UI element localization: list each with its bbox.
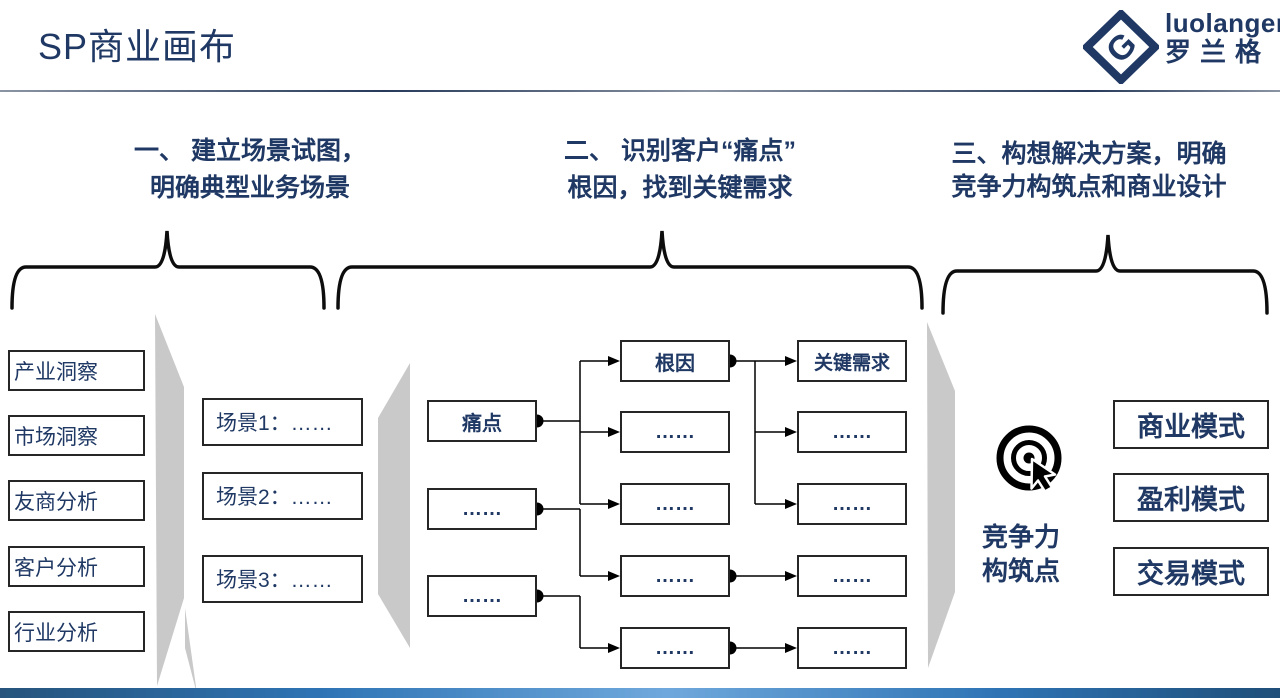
step-3-line-1: 三、构想解决方案，明确: [951, 140, 1227, 168]
step-1-title: 一、 建立场景试图， 明确典型业务场景: [85, 133, 415, 207]
cause-box-1: 根因: [620, 340, 730, 382]
flow-panel-mid: [378, 363, 410, 648]
competitiveness-line-2: 构筑点: [982, 556, 1061, 586]
competitiveness-label: 竞争力 构筑点: [982, 520, 1060, 588]
step-1-line-1: 一、 建立场景试图，: [134, 137, 366, 165]
pain-box-1: 痛点: [427, 400, 537, 442]
analysis-box-1: 产业洞察: [8, 350, 145, 391]
pain-box-2: ……: [427, 488, 537, 530]
analysis-box-2: 市场洞察: [8, 415, 145, 456]
need-box-3: ……: [797, 483, 907, 525]
flow-panel-right: [927, 322, 955, 668]
diamond-g-logo-icon: G: [1083, 10, 1159, 84]
bottom-accent-bar: [0, 688, 1280, 698]
step-3-line-2: 竞争力构筑点和商业设计: [951, 173, 1227, 201]
mode-box-1: 商业模式: [1113, 400, 1269, 449]
target-with-cursor-icon: [996, 425, 1062, 493]
competitiveness-line-1: 竞争力: [982, 522, 1061, 552]
step-2-line-1: 二、 识别客户“痛点”: [564, 137, 796, 165]
cause-box-3: ……: [620, 483, 730, 525]
step-3-title: 三、构想解决方案，明确 竞争力构筑点和商业设计: [893, 138, 1280, 204]
page-title: SP商业画布: [38, 26, 237, 67]
logo-latin-text: luolanger: [1165, 8, 1280, 38]
mode-box-3: 交易模式: [1113, 547, 1269, 596]
pain-box-3: ……: [427, 575, 537, 617]
cause-box-4: ……: [620, 555, 730, 597]
logo-chinese-text: 罗兰格: [1165, 37, 1271, 67]
cause-box-5: ……: [620, 627, 730, 669]
step-1-line-2: 明确典型业务场景: [149, 174, 350, 202]
need-box-5: ……: [797, 627, 907, 669]
brace-step-1: [10, 230, 326, 310]
scene-box-3: 场景3：……: [202, 555, 363, 603]
flow-panel-left: [155, 314, 184, 686]
scene-box-2: 场景2：……: [202, 472, 363, 520]
section-braces: [10, 230, 1269, 315]
connector-arrowheads: [608, 356, 797, 653]
brace-step-3: [941, 234, 1269, 315]
company-logo: G luolanger 罗兰格: [1083, 10, 1280, 84]
mode-box-2: 盈利模式: [1113, 473, 1269, 522]
cause-box-2: ……: [620, 411, 730, 453]
brace-step-2: [336, 230, 924, 310]
title-divider: [0, 90, 1280, 92]
analysis-box-5: 行业分析: [8, 611, 145, 652]
scene-box-1: 场景1：……: [202, 398, 363, 446]
flow-panels: [155, 314, 955, 694]
need-box-2: ……: [797, 411, 907, 453]
cursor-arrow: [1030, 457, 1057, 493]
analysis-box-4: 客户分析: [8, 546, 145, 587]
step-2-title: 二、 识别客户“痛点” 根因，找到关键需求: [480, 133, 880, 207]
flow-panel-left-tip: [185, 608, 197, 694]
step-2-line-2: 根因，找到关键需求: [567, 174, 793, 202]
analysis-box-3: 友商分析: [8, 480, 145, 521]
connector-lines: [537, 360, 787, 649]
need-box-1: 关键需求: [797, 340, 907, 382]
need-box-4: ……: [797, 555, 907, 597]
